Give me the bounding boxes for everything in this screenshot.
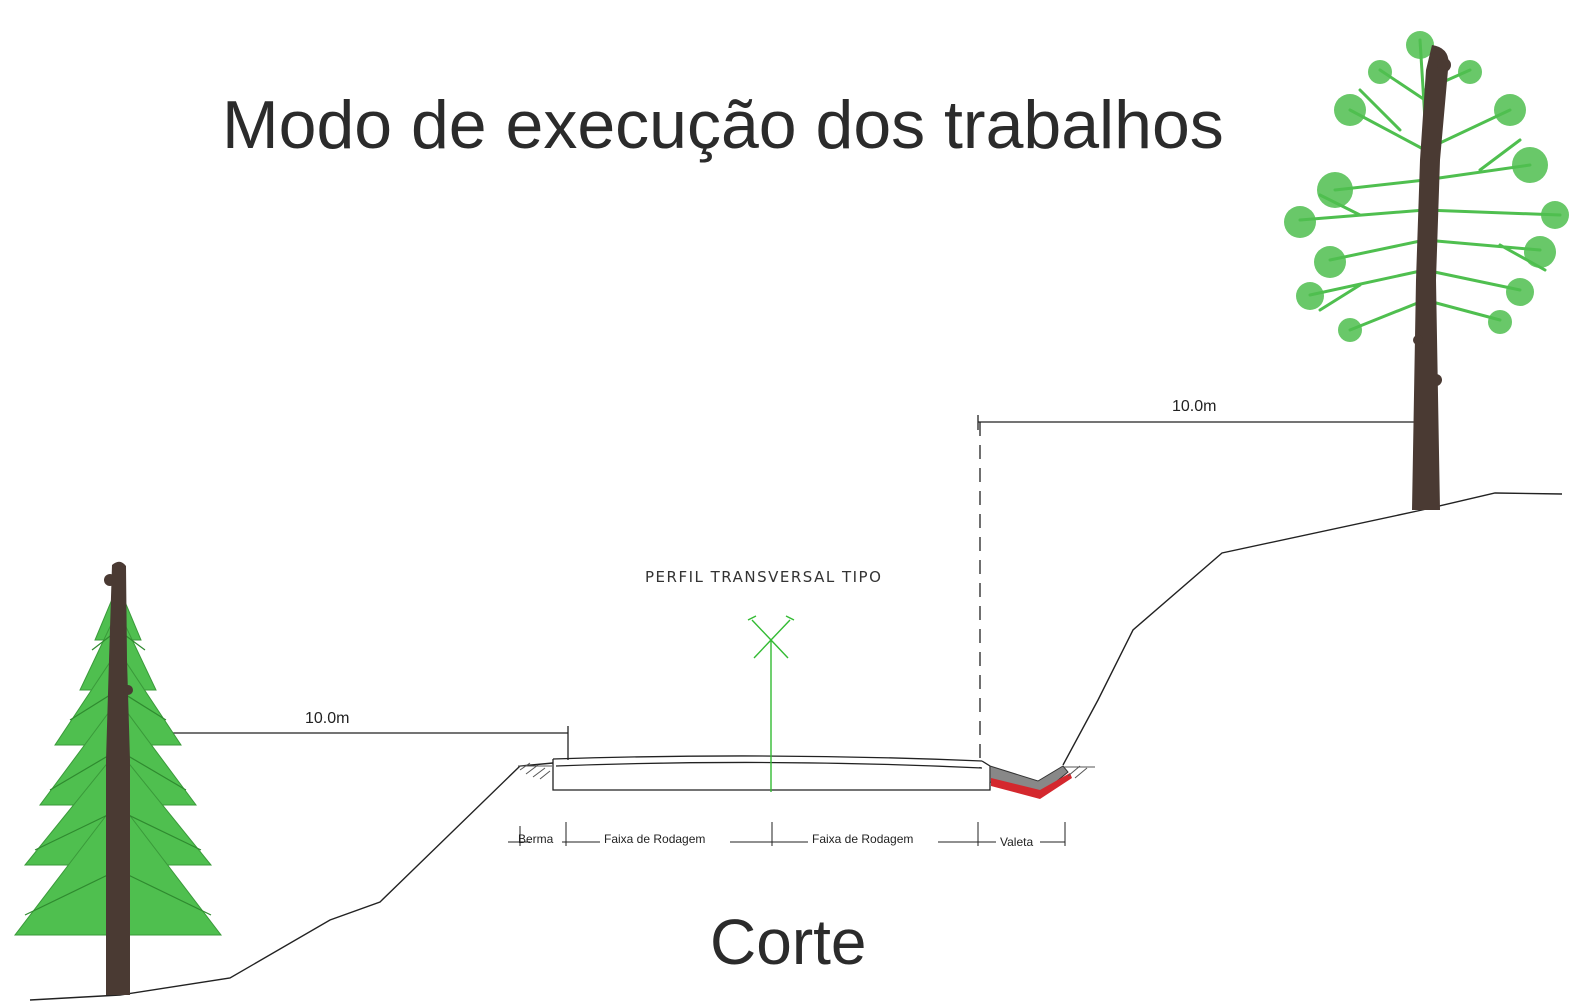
distance-label-left: 10.0m <box>305 710 349 727</box>
ditch-hatch <box>1064 765 1095 779</box>
section-label: PERFIL TRANSVERSAL TIPO <box>645 568 882 586</box>
label-mask <box>530 830 562 846</box>
deciduous-tree-icon <box>1284 31 1569 510</box>
label-mask <box>996 830 1040 846</box>
label-mask <box>808 830 938 846</box>
segment-label-valeta: Valeta <box>1000 835 1033 849</box>
ground-profile-right <box>1062 492 1563 766</box>
segment-label-faixa-1: Faixa de Rodagem <box>604 832 705 846</box>
segment-dimension-line <box>508 822 1066 846</box>
distance-label-right: 10.0m <box>1172 398 1216 415</box>
pine-tree-icon <box>13 561 223 995</box>
diagram-caption: Corte <box>710 906 867 978</box>
segment-label-faixa-2: Faixa de Rodagem <box>812 832 913 846</box>
ditch <box>989 765 1072 799</box>
axis-symbol <box>747 615 795 792</box>
diagram-title: Modo de execução dos trabalhos <box>222 87 1224 163</box>
berm-hatch <box>518 762 552 780</box>
segment-label-berma: Berma <box>518 832 554 846</box>
distance-line-right <box>977 415 1425 768</box>
label-mask <box>600 830 730 846</box>
distance-line-left <box>120 726 569 760</box>
